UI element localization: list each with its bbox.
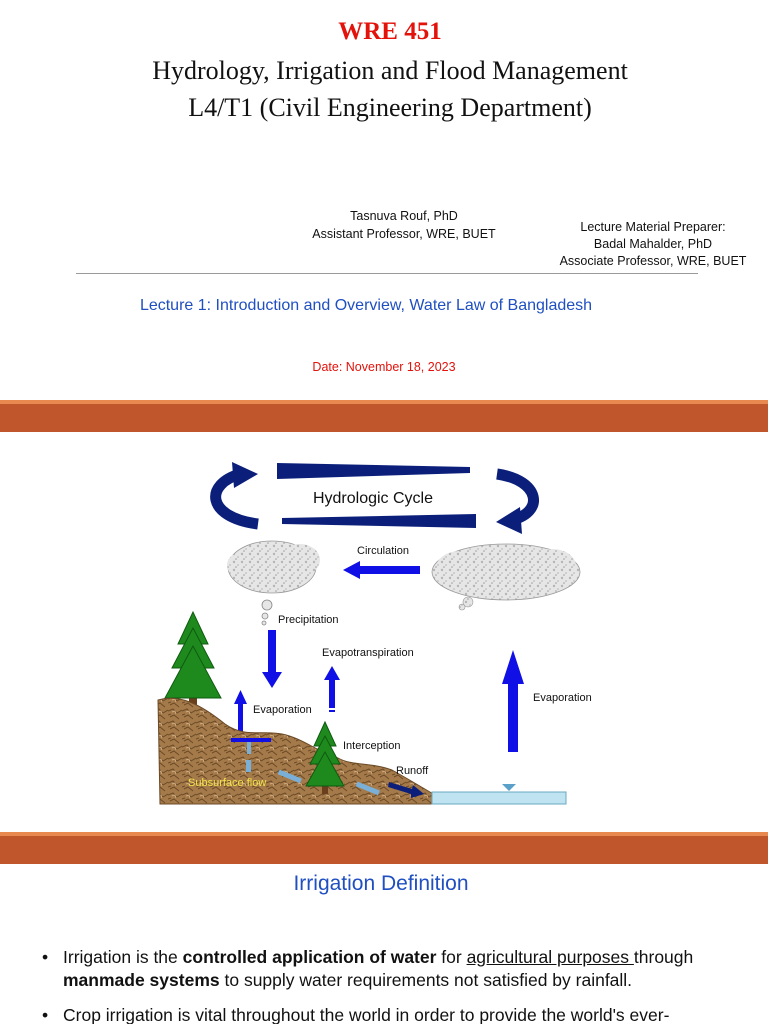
author-block: Tasnuva Rouf, PhD Assistant Professor, W…: [284, 207, 524, 243]
slide-separator: [0, 832, 768, 864]
course-code: WRE 451: [338, 18, 442, 45]
divider: [76, 273, 698, 274]
label-evaporation-land: Evaporation: [253, 704, 312, 716]
cloud-left: [227, 540, 320, 594]
label-runoff: Runoff: [396, 765, 429, 777]
preparer-block: Lecture Material Preparer: Badal Mahalde…: [548, 219, 758, 270]
author-position: Assistant Professor, WRE, BUET: [312, 227, 496, 241]
preparer-name: Badal Mahalder, PhD: [593, 237, 713, 251]
water-body: [431, 791, 567, 805]
label-evaporation-sea: Evaporation: [533, 692, 592, 704]
cloud-right: [431, 543, 581, 611]
bullet-item: Crop irrigation is vital throughout the …: [42, 1004, 742, 1024]
title-slide: WRE 451 Hydrology, Irrigation and Flood …: [0, 0, 768, 400]
evapotranspiration-arrow: [324, 666, 340, 708]
tree-small: [305, 720, 345, 794]
diagram-title: Hydrologic Cycle: [313, 490, 433, 507]
preparer-label: Lecture Material Preparer:: [580, 220, 726, 234]
precip-droplets: [261, 599, 273, 626]
irrigation-definition-slide: Irrigation Definition Irrigation is the …: [0, 864, 768, 1024]
infiltration-marker: [231, 738, 271, 772]
circulation-arrow: [343, 561, 420, 579]
evaporation-land-arrow: [234, 690, 247, 732]
course-title: Hydrology, Irrigation and Flood Manageme…: [152, 56, 628, 85]
label-circulation: Circulation: [357, 545, 409, 557]
ground: [157, 697, 452, 805]
tree-large: [164, 610, 222, 710]
hydrologic-cycle-diagram: Hydrologic Cycle Circulation Precipitati…: [157, 462, 592, 805]
course-subtitle: L4/T1 (Civil Engineering Department): [188, 93, 592, 122]
label-interception: Interception: [343, 740, 400, 752]
lecture-date: Date: November 18, 2023: [312, 360, 456, 374]
subsurface-flow-arrows: [277, 769, 380, 796]
slide-separator: [0, 400, 768, 432]
evaporation-sea-arrow: [502, 650, 524, 752]
label-subsurface-flow: Subsurface flow: [188, 777, 266, 789]
circulation-arrows: [210, 462, 539, 534]
hydrologic-cycle-slide: Hydrologic Cycle Circulation Precipitati…: [0, 432, 768, 832]
label-precipitation: Precipitation: [278, 614, 339, 626]
preparer-position: Associate Professor, WRE, BUET: [559, 254, 747, 268]
label-evapotranspiration: Evapotranspiration: [322, 647, 414, 659]
slide-title: Irrigation Definition: [293, 872, 469, 895]
precipitation-arrow: [262, 630, 282, 688]
bullet-list: Irrigation is the controlled application…: [42, 946, 742, 1024]
runoff-arrow: [388, 782, 424, 798]
author-name: Tasnuva Rouf, PhD: [350, 209, 458, 223]
lecture-title: Lecture 1: Introduction and Overview, Wa…: [139, 297, 593, 314]
bullet-item: Irrigation is the controlled application…: [42, 946, 742, 992]
